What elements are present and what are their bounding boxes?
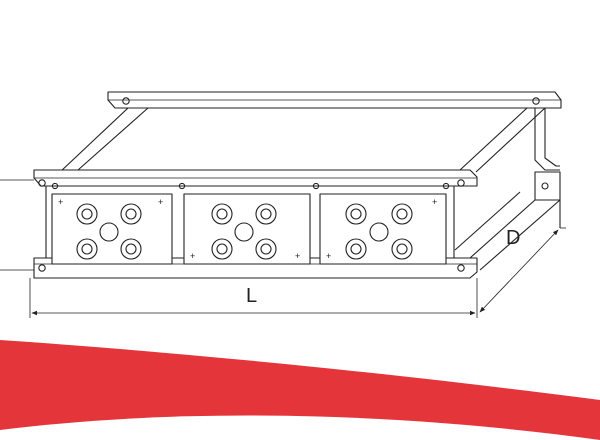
left-leaders (0, 179, 34, 271)
depth-label: D (506, 227, 520, 249)
red-swoosh-band (0, 340, 600, 440)
length-label: L (246, 285, 257, 307)
back-top-rail (107, 91, 562, 109)
module-1-plus-tr: + (158, 197, 163, 207)
module-3-plus-tr: + (432, 197, 437, 207)
module-2-plus-br: + (295, 251, 300, 261)
module-3-plus-bl: + (326, 251, 331, 261)
length-dimension: L (29, 278, 478, 318)
white-swoosh-cut (0, 415, 600, 440)
depth-dimension: D (479, 227, 566, 313)
front-top-rail (33, 169, 478, 187)
module-2: + + (183, 193, 311, 265)
module-1: + + (51, 193, 173, 265)
module-3: + + (319, 193, 447, 265)
module-1-plus-tl: + (58, 197, 63, 207)
module-2-plus-bl: + (190, 251, 195, 261)
